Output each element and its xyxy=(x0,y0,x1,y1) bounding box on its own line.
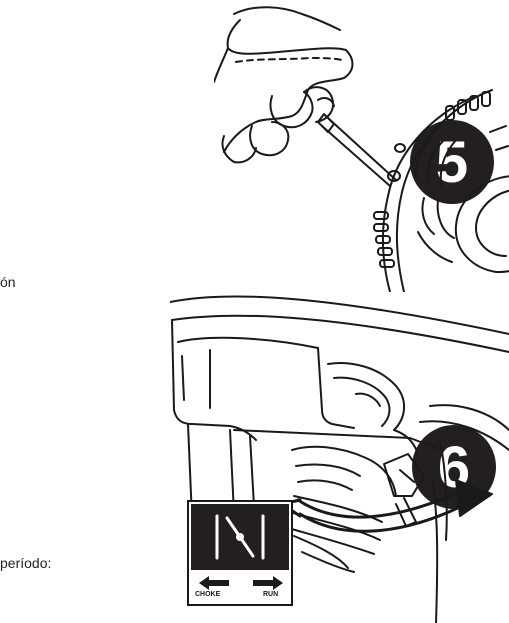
recoil-starter-illustration xyxy=(214,0,509,292)
choke-label: CHOKE xyxy=(195,591,220,598)
choke-switch-symbol xyxy=(189,502,291,572)
choke-arrow-icon xyxy=(195,574,235,592)
run-arrow-icon xyxy=(247,574,287,592)
choke-run-label-plate: CHOKE RUN xyxy=(187,500,293,606)
step6-text-fragment: período: xyxy=(0,555,51,571)
step5-text-fragment: ón xyxy=(0,274,16,290)
run-label: RUN xyxy=(263,591,278,598)
